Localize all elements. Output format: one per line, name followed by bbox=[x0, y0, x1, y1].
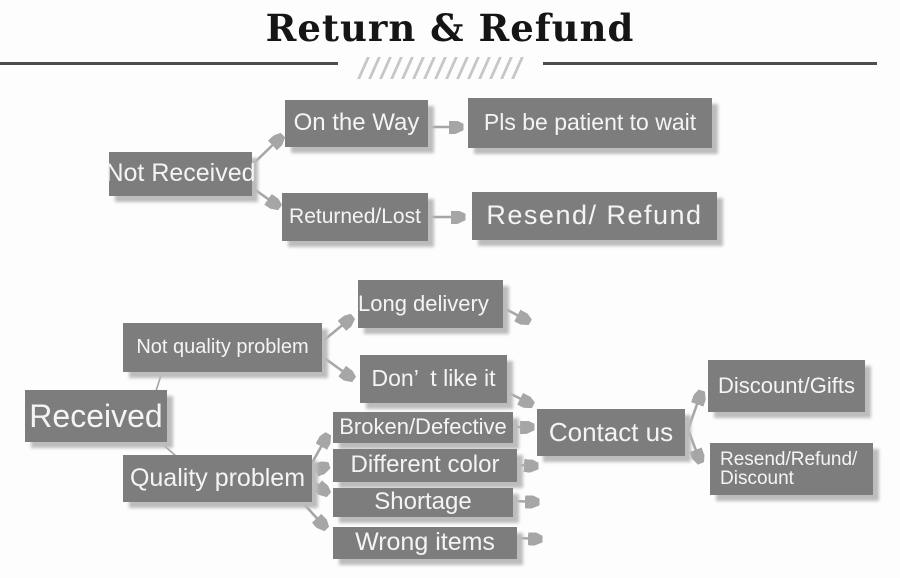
node-contact-us: Contact us bbox=[537, 409, 685, 456]
node-resend-refund: Resend/ Refund bbox=[472, 192, 717, 240]
node-on-the-way: On the Way bbox=[285, 100, 428, 147]
edge-different-color-to-contact-us bbox=[517, 465, 536, 466]
edge-not-quality-to-dont-like-it bbox=[322, 355, 352, 378]
node-resend-refund-discount-line1: Resend/Refund/ bbox=[720, 448, 858, 470]
link-received-to-quality-problem bbox=[159, 441, 177, 457]
node-dont-like-it: Don’ t like it bbox=[360, 355, 507, 403]
edge-quality-to-different-color bbox=[312, 466, 327, 471]
edge-not-received-to-returned-lost bbox=[253, 187, 278, 206]
node-shortage: Shortage bbox=[333, 488, 513, 517]
node-broken-defective: Broken/Defective bbox=[333, 412, 513, 443]
node-returned-lost: Returned/Lost bbox=[282, 193, 428, 241]
edge-long-delivery-out bbox=[503, 306, 528, 321]
node-not-received: Not Received bbox=[105, 152, 256, 196]
node-pls-be-patient: Pls be patient to wait bbox=[468, 98, 712, 148]
edge-quality-to-broken-defective bbox=[310, 436, 327, 464]
node-resend-refund-discount: Resend/Refund/ Discount bbox=[710, 443, 873, 495]
edge-quality-to-shortage bbox=[312, 480, 327, 493]
title-rule-right bbox=[543, 62, 877, 65]
node-wrong-items: Wrong items bbox=[333, 527, 517, 559]
node-discount-gifts: Discount/Gifts bbox=[708, 360, 865, 412]
node-resend-refund-discount-line2: Discount bbox=[720, 468, 794, 489]
page-title: Return & Refund bbox=[265, 6, 635, 50]
title-rule-left bbox=[0, 62, 338, 65]
edge-quality-to-wrong-items bbox=[301, 501, 325, 527]
edge-shortage-out bbox=[513, 501, 537, 502]
node-quality-problem: Quality problem bbox=[123, 455, 312, 502]
node-not-quality-problem: Not quality problem bbox=[123, 323, 322, 372]
node-long-delivery: Long delivery bbox=[358, 280, 503, 328]
edge-not-received-to-on-the-way bbox=[253, 137, 281, 164]
edge-not-quality-to-long-delivery bbox=[322, 318, 351, 343]
edge-wrong-items-out bbox=[517, 538, 540, 539]
node-received: Received bbox=[25, 390, 167, 442]
edge-dont-like-it-to-contact-us bbox=[508, 391, 531, 404]
edge-contact-us-to-discount-gifts bbox=[682, 393, 701, 442]
edge-contact-us-to-resend-refund-discount bbox=[682, 418, 700, 461]
node-different-color: Different color bbox=[333, 449, 517, 482]
link-received-to-not-quality-problem bbox=[155, 371, 163, 392]
